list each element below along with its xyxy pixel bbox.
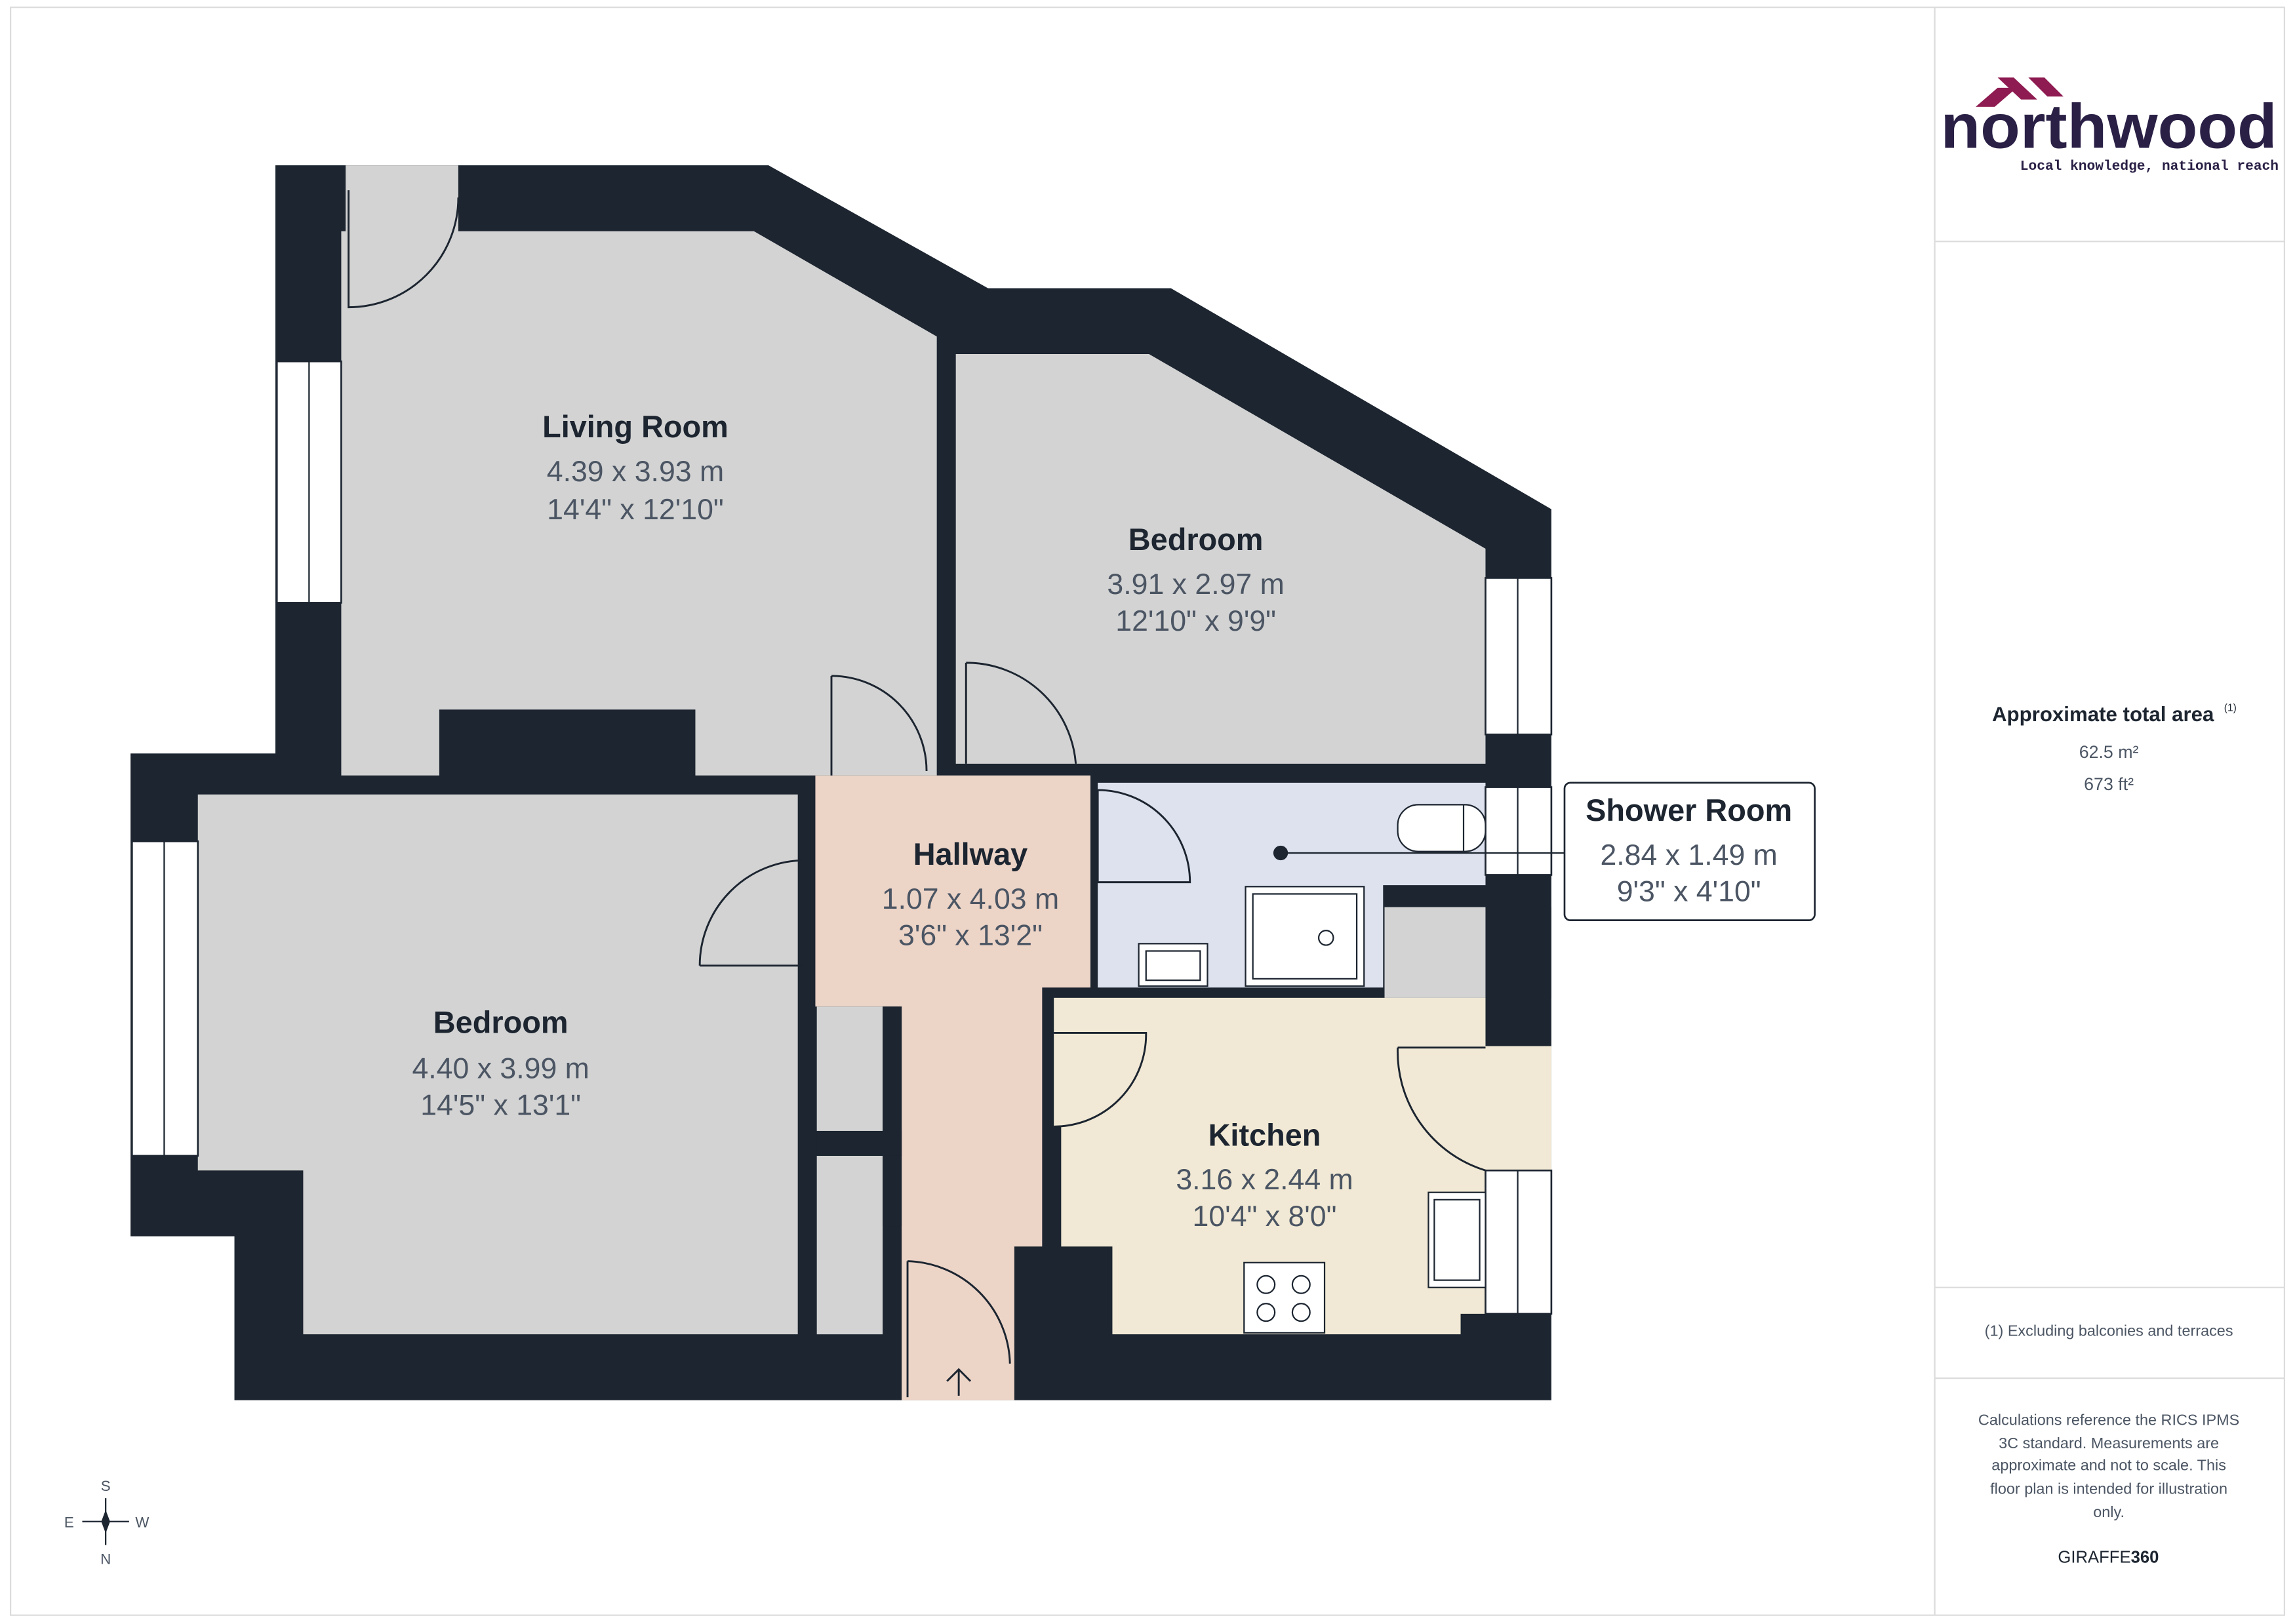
area-imperial: 673 ft²	[2084, 774, 2134, 794]
disclaimer-line: Calculations reference the RICS IPMS	[1978, 1412, 2239, 1429]
footnote-text: (1) Excluding balconies and terraces	[1985, 1322, 2233, 1339]
room-name: Living Room	[542, 410, 728, 444]
room-name: Bedroom	[1128, 523, 1264, 557]
compass-icon: S N E W	[64, 1478, 150, 1568]
bedroom-left-floor	[197, 794, 798, 1335]
shower-pointer	[1273, 845, 1565, 861]
kitchen-wall-stub	[1485, 907, 1551, 1046]
northwood-logo: northwood Local knowledge, national reac…	[1940, 77, 2279, 174]
door-swing	[348, 190, 1486, 1398]
room-label-kitchen: Kitchen 3.16 x 2.44 m 10'4" x 8'0"	[1176, 1118, 1353, 1233]
disclaimer-line: floor plan is intended for illustration	[1990, 1480, 2227, 1497]
room-dimensions-imperial: 14'4" x 12'10"	[547, 494, 724, 526]
credit-part1: GIRAFFE	[2058, 1548, 2130, 1566]
room-dimensions-metric: 2.84 x 1.49 m	[1600, 839, 1777, 871]
room-dimensions-metric: 4.39 x 3.93 m	[547, 456, 724, 488]
room-dimensions-metric: 4.40 x 3.99 m	[412, 1053, 589, 1085]
room-name: Bedroom	[433, 1005, 569, 1039]
room-dimensions-imperial: 14'5" x 13'1"	[420, 1089, 581, 1121]
closet-1	[816, 1006, 883, 1131]
room-name: Shower Room	[1586, 793, 1792, 827]
disclaimer: Calculations reference the RICS IPMS 3C …	[1978, 1412, 2239, 1521]
floor-plan: Living Room 4.39 x 3.93 m 14'4" x 12'10"…	[130, 165, 1816, 1400]
room-dimensions-metric: 1.07 x 4.03 m	[882, 883, 1059, 915]
room-label-shower-room: Shower Room 2.84 x 1.49 m 9'3" x 4'10"	[1563, 782, 1816, 921]
area-title: Approximate total area	[1992, 703, 2214, 726]
room-label-hallway: Hallway 1.07 x 4.03 m 3'6" x 13'2"	[882, 837, 1059, 952]
hallway-floor	[815, 775, 1090, 1400]
room-dimensions-imperial: 10'4" x 8'0"	[1193, 1200, 1337, 1233]
logo-wordmark: northwood	[1940, 91, 2277, 161]
closet-divider	[816, 1130, 902, 1156]
room-name: Hallway	[913, 837, 1028, 871]
living-room-door-nook	[346, 165, 458, 233]
room-label-bedroom-left: Bedroom 4.40 x 3.99 m 14'5" x 13'1"	[412, 1005, 589, 1121]
hob	[1243, 1261, 1326, 1334]
kitchen-sink	[1427, 1191, 1487, 1288]
closet-2	[816, 1155, 883, 1335]
area-footnote-mark: (1)	[2224, 703, 2237, 714]
logo-mark-icon	[1976, 77, 2064, 107]
room-dimensions-imperial: 9'3" x 4'10"	[1617, 876, 1761, 908]
logo-tagline: Local knowledge, national reach	[2020, 159, 2279, 174]
disclaimer-line: 3C standard. Measurements are	[1999, 1435, 2219, 1452]
closet-wall	[883, 1006, 902, 1227]
toilet	[1397, 804, 1487, 852]
room-dimensions-imperial: 3'6" x 13'2"	[898, 920, 1043, 952]
room-dimensions-imperial: 12'10" x 9'9"	[1115, 605, 1276, 637]
window	[275, 360, 342, 604]
compass-n: N	[100, 1551, 111, 1568]
compass-e: E	[64, 1515, 74, 1531]
utility-floor	[1384, 907, 1486, 998]
living-room-floor	[341, 231, 937, 776]
room-label-living-room: Living Room 4.39 x 3.93 m 14'4" x 12'10"	[542, 410, 728, 526]
kitchen-floor	[1054, 997, 1551, 1335]
area-metric: 62.5 m²	[2079, 742, 2139, 762]
room-dimensions-metric: 3.16 x 2.44 m	[1176, 1164, 1353, 1196]
window	[1485, 786, 1553, 876]
compass-s: S	[101, 1478, 111, 1494]
shower-room-floor	[1098, 782, 1486, 988]
window	[1485, 1169, 1553, 1315]
room-label-bedroom-right: Bedroom 3.91 x 2.97 m 12'10" x 9'9"	[1107, 523, 1284, 637]
entrance-arrow-icon	[946, 1368, 972, 1396]
washbasin	[1138, 943, 1208, 987]
total-area: Approximate total area (1) 62.5 m² 673 f…	[1992, 703, 2237, 795]
disclaimer-line: approximate and not to scale. This	[1991, 1457, 2226, 1474]
bedroom-right-floor	[955, 354, 1486, 764]
giraffe360-credit: GIRAFFE 360	[2058, 1548, 2159, 1566]
window	[1485, 577, 1553, 736]
disclaimer-line: only.	[2093, 1503, 2125, 1520]
credit-part2: 360	[2131, 1548, 2159, 1566]
room-dimensions-metric: 3.91 x 2.97 m	[1107, 568, 1284, 601]
window	[130, 840, 199, 1157]
compass-w: W	[135, 1515, 149, 1531]
shower-tray	[1245, 886, 1365, 987]
room-name: Kitchen	[1208, 1118, 1321, 1152]
